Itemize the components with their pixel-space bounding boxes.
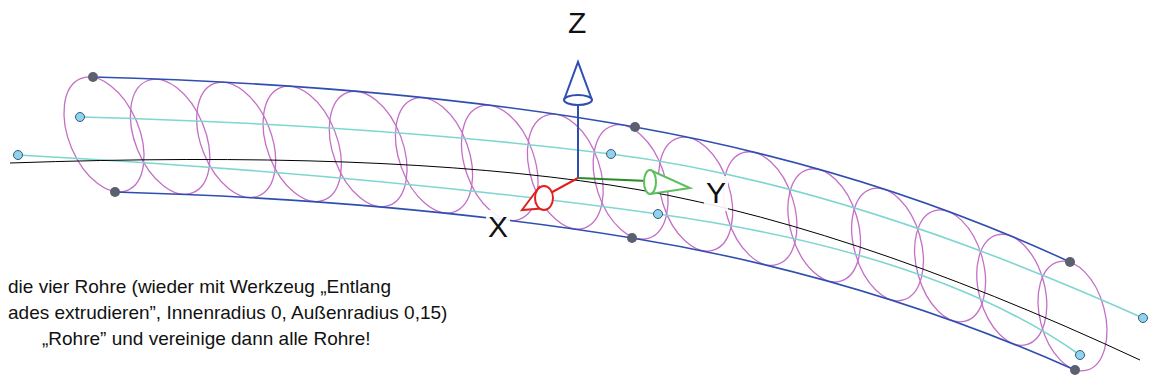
axis-label: X: [486, 210, 510, 245]
cross-section-ellipse: [314, 80, 421, 217]
cross-section-ellipse: [248, 75, 357, 213]
guide-curve: [18, 155, 1080, 355]
axis-label: Z: [566, 6, 588, 41]
axis-label: Y: [704, 176, 728, 211]
cross-section-ellipse: [903, 202, 998, 330]
cross-section-ellipse: [48, 65, 160, 204]
cross-section-ellipse: [115, 67, 226, 206]
cross-section-ellipse: [839, 180, 935, 309]
cross-section-ellipse: [514, 104, 618, 239]
instruction-text: ades extrudieren”, Innenradius 0, Außenr…: [6, 302, 449, 324]
path-curve: [10, 159, 1140, 360]
axis-triad: [522, 62, 690, 210]
cross-section-ellipse: [381, 87, 487, 224]
instruction-text: die vier Rohre (wieder mit Werkzeug „Ent…: [6, 276, 393, 298]
instruction-text: „Rohre” und vereinige dann alle Rohre!: [40, 328, 372, 350]
